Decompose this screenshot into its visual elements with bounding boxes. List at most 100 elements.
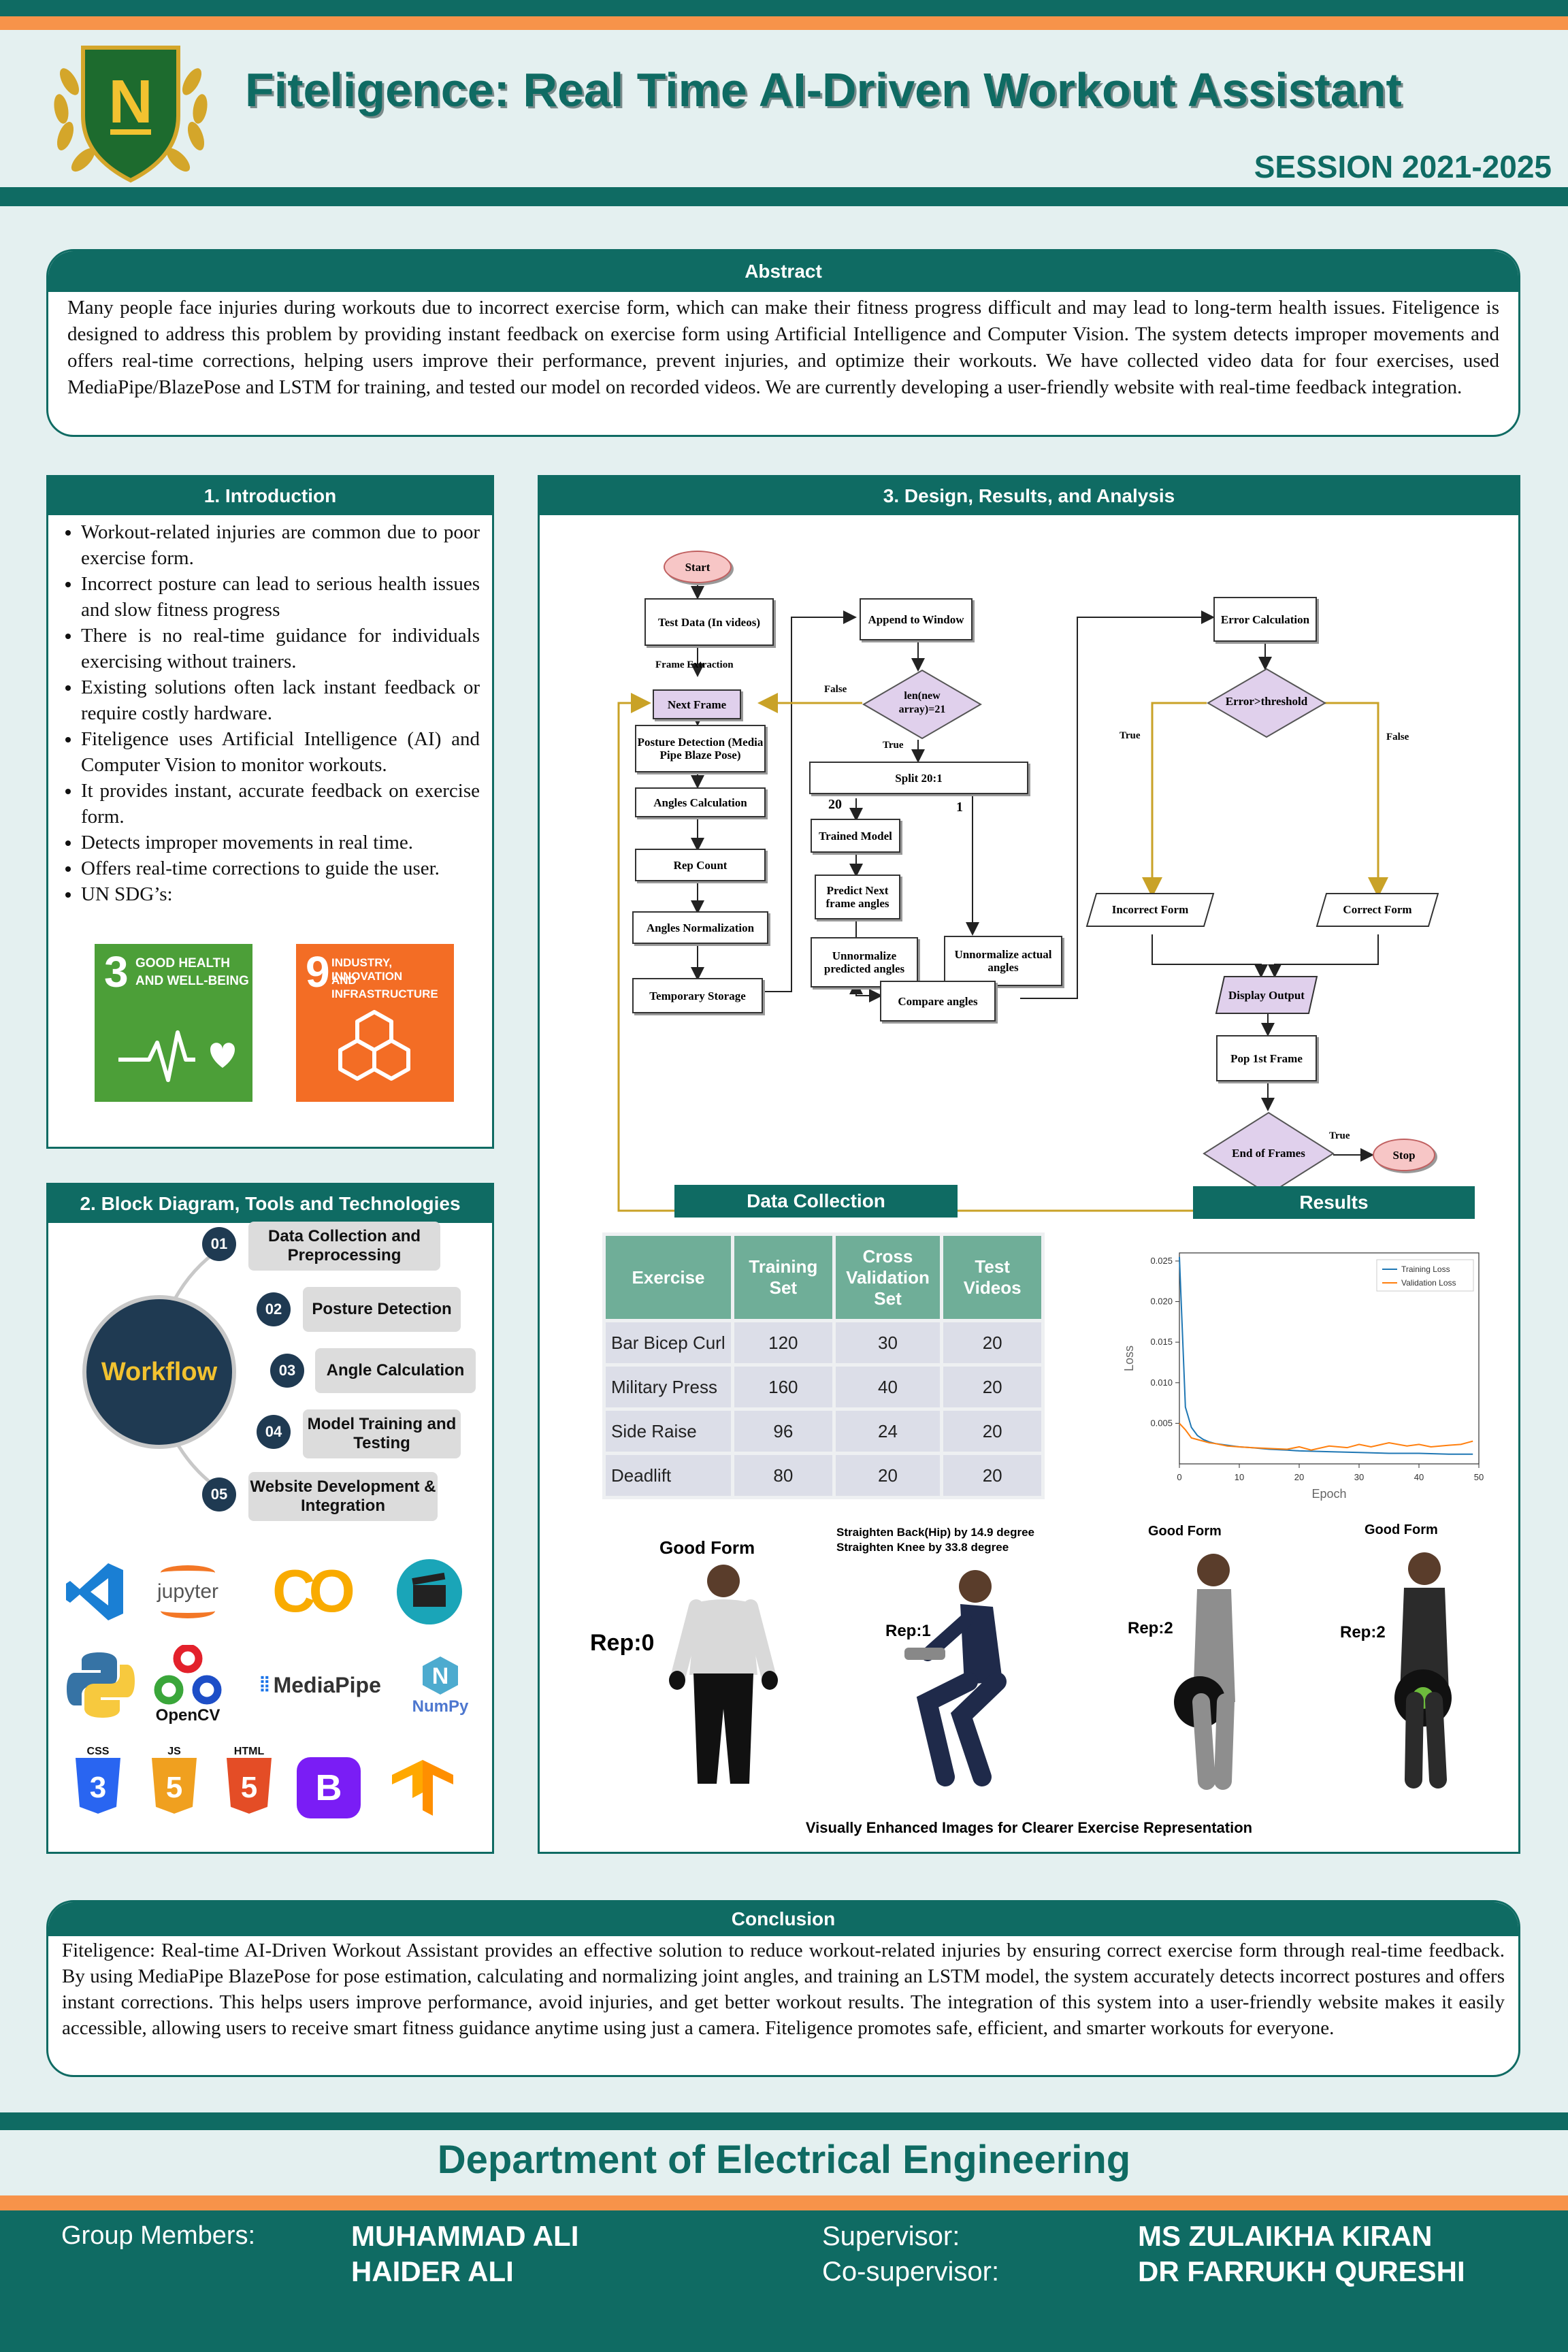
intro-bullet: Existing solutions often lack instant fe… <box>81 674 480 726</box>
table-cell: Bar Bicep Curl <box>606 1322 732 1363</box>
step-label: Angle Calculation <box>315 1348 476 1393</box>
colab-label: CO <box>272 1557 355 1624</box>
abstract-box: Abstract Many people face injuries durin… <box>46 249 1520 437</box>
flow-error-calculation: Error Calculation <box>1213 597 1317 642</box>
intro-bullet: UN SDG’s: <box>81 881 480 907</box>
step-number: 01 <box>202 1227 236 1261</box>
conclusion-box: Conclusion Fiteligence: Real-time AI-Dri… <box>46 1900 1520 2077</box>
data-collection-table-wrap: Exercise Training Set Cross Validation S… <box>602 1232 1045 1499</box>
table-cell: 24 <box>835 1411 941 1452</box>
x-tick-label: 40 <box>1414 1472 1424 1482</box>
flow-incorrect-form: Incorrect Form <box>1085 892 1215 928</box>
flow-test-data: Test Data (In videos) <box>644 598 774 646</box>
abstract-title: Abstract <box>48 251 1518 292</box>
y-tick-label: 0.020 <box>1150 1296 1173 1307</box>
step-label: Website Development & Integration <box>248 1472 438 1521</box>
flow-true-label: True <box>883 740 904 751</box>
x-tick-label: 50 <box>1474 1472 1484 1482</box>
design-title: 3. Design, Results, and Analysis <box>540 477 1518 515</box>
cubes-icon <box>338 1010 410 1081</box>
intro-bullet: Detects improper movements in real time. <box>81 830 480 855</box>
pose-1-title: Good Form <box>659 1537 755 1558</box>
university-logo: N <box>42 27 219 191</box>
intro-bullet: It provides instant, accurate feedback o… <box>81 778 480 830</box>
opencv-label: OpenCV <box>155 1706 220 1725</box>
table-cell: 96 <box>734 1411 832 1452</box>
clapperboard-icon <box>395 1558 463 1626</box>
y-tick-label: 0.015 <box>1150 1337 1173 1347</box>
y-tick-label: 0.010 <box>1150 1377 1173 1388</box>
table-cell: 40 <box>835 1367 941 1407</box>
department-name: Department of Electrical Engineering <box>437 2138 1131 2182</box>
group-members-label: Group Members: <box>61 2221 256 2250</box>
pose-1-rep: Rep:0 <box>590 1630 655 1656</box>
top-bar-teal <box>0 0 1568 16</box>
introduction-panel: 1. Introduction Workout-related injuries… <box>46 475 494 1149</box>
numpy-icon: N NumPy <box>406 1648 474 1722</box>
table-cell: Side Raise <box>606 1411 732 1452</box>
poster-title: Fiteligence: Real Time AI-Driven Workout… <box>245 63 1402 116</box>
intro-bullet: Incorrect posture can lead to serious he… <box>81 571 480 623</box>
table-cell: 20 <box>835 1455 941 1496</box>
flow-unnormalize-predicted: Unnormalize predicted angles <box>811 937 918 987</box>
results-title: Results <box>1193 1186 1475 1219</box>
flow-true-label-2: True <box>1120 730 1141 741</box>
legend-label: Training Loss <box>1401 1264 1450 1274</box>
x-tick-label: 10 <box>1235 1472 1244 1482</box>
y-tick-label: 0.005 <box>1150 1418 1173 1428</box>
js-label: JS <box>167 1746 181 1757</box>
x-axis-label: Epoch <box>1311 1487 1346 1501</box>
step-number: 05 <box>202 1477 236 1512</box>
html-label: HTML <box>233 1746 265 1757</box>
table-cell: Military Press <box>606 1367 732 1407</box>
sdg3-number: 3 <box>104 947 129 996</box>
svg-text:5: 5 <box>241 1771 257 1804</box>
flow-append-window: Append to Window <box>860 598 973 640</box>
y-tick-label: 0.025 <box>1150 1256 1173 1266</box>
flow-false-label: False <box>824 684 847 695</box>
table-cell: 80 <box>734 1455 832 1496</box>
pose-2-feedback: Straighten Back(Hip) by 14.9 degree Stra… <box>836 1526 1034 1554</box>
block-diagram-panel: 2. Block Diagram, Tools and Technologies… <box>46 1183 494 1854</box>
flow-temporary-storage: Temporary Storage <box>632 978 763 1013</box>
data-collection-title: Data Collection <box>674 1185 958 1218</box>
colab-icon: CO <box>252 1557 368 1624</box>
top-bar-orange <box>0 16 1568 30</box>
css-icon: CSS 3 <box>67 1743 129 1818</box>
intro-bullet: Fiteligence uses Artificial Intelligence… <box>81 726 480 778</box>
flow-start: Start <box>664 551 732 583</box>
person-deadlift-image <box>1394 1552 1452 1788</box>
data-collection-table: Exercise Training Set Cross Validation S… <box>602 1232 1045 1499</box>
table-cell: Deadlift <box>606 1455 732 1496</box>
opencv-icon: OpenCV <box>144 1641 232 1729</box>
step-number: 04 <box>257 1415 291 1449</box>
table-cell: 30 <box>835 1322 941 1363</box>
flowchart: Start Test Data (In videos) Frame Extrac… <box>540 515 1518 1237</box>
sdg3-tile: 3 GOOD HEALTH AND WELL-BEING <box>95 944 252 1102</box>
table-cell: 120 <box>734 1322 832 1363</box>
bootstrap-label: B <box>315 1767 342 1808</box>
flow-predict-next: Predict Next frame angles <box>815 875 900 919</box>
workflow-label: Workflow <box>101 1357 218 1386</box>
flow-stop: Stop <box>1373 1139 1435 1171</box>
table-cell: 20 <box>943 1367 1041 1407</box>
numpy-label: NumPy <box>412 1697 469 1716</box>
table-cell: 20 <box>943 1411 1041 1452</box>
mediapipe-label: MediaPipe <box>273 1672 381 1697</box>
legend-label: Validation Loss <box>1401 1278 1456 1288</box>
header-divider <box>0 187 1568 206</box>
heartbeat-icon <box>118 1030 235 1082</box>
step-number: 02 <box>257 1292 291 1326</box>
person-squat-image <box>904 1570 1007 1786</box>
vscode-icon <box>61 1558 129 1626</box>
flow-split-20: 20 <box>828 797 842 812</box>
sdg3-label-2: AND WELL-BEING <box>135 974 249 988</box>
supervisor-name: MS ZULAIKHA KIRAN <box>1138 2220 1433 2252</box>
sdg9-number: 9 <box>306 947 330 996</box>
flow-split-1: 1 <box>956 800 963 815</box>
table-cell: 160 <box>734 1367 832 1407</box>
step-number: 03 <box>270 1354 304 1388</box>
workflow-circle: Workflow <box>82 1295 236 1449</box>
flow-angles-calculation: Angles Calculation <box>635 787 766 817</box>
table-header: Cross Validation Set <box>835 1236 941 1319</box>
